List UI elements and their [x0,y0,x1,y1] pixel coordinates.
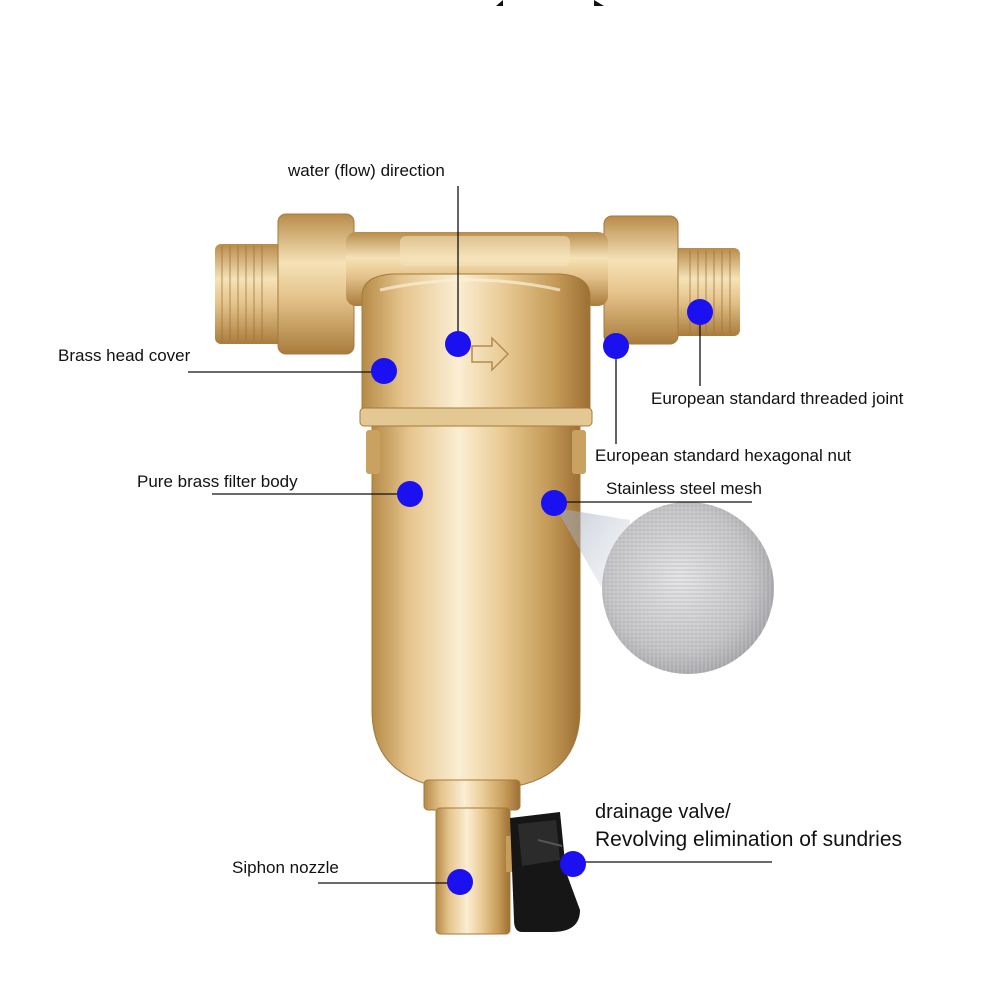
flow-arrow-engraving [471,336,510,372]
right-hex-nut [603,215,679,345]
marker-siphon-nozzle [447,869,473,895]
label-filter-body: Pure brass filter body [137,472,298,491]
label-threaded-joint: European standard threaded joint [651,389,904,408]
marker-steel-mesh [541,490,567,516]
marker-flow-direction [445,331,471,357]
left-threaded-joint [215,244,287,344]
label-siphon-nozzle: Siphon nozzle [232,858,339,877]
top-mark-left [496,0,503,6]
top-mark-right [594,0,604,6]
head-cover [361,273,591,411]
filter-body [371,425,581,791]
markers [371,299,713,895]
label-drain-valve-line2: Revolving elimination of sundries [595,828,902,851]
marker-threaded-joint [687,299,713,325]
label-steel-mesh: Stainless steel mesh [606,479,762,498]
label-hex-nut: European standard hexagonal nut [595,446,852,465]
marker-drain-valve [560,851,586,877]
left-hex-nut [277,213,355,355]
siphon-nozzle [435,807,511,935]
seam-ring [359,407,593,427]
label-head-cover: Brass head cover [58,346,191,365]
label-flow-direction: water (flow) direction [288,161,445,180]
marker-hex-nut [603,333,629,359]
marker-head-cover [371,358,397,384]
bottom-neck [423,779,521,811]
marker-filter-body [397,481,423,507]
label-drain-valve-line1: drainage valve/ [595,801,731,823]
